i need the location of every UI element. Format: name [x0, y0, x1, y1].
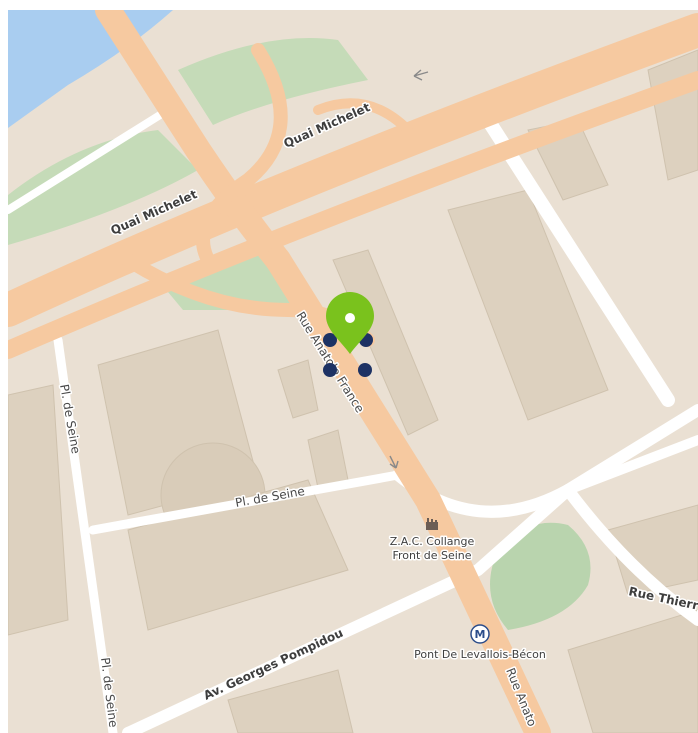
poi-label: Z.A.C. Collange [390, 535, 475, 548]
building [277, 359, 319, 419]
poi-metro-pont-de-levallois[interactable]: M Pont De Levallois-Bécon [413, 624, 547, 663]
resize-handle[interactable] [323, 363, 337, 377]
major-road-ramp [196, 43, 288, 267]
minor-road [563, 435, 698, 495]
building [567, 609, 698, 733]
minor-road-pl-de-seine [53, 335, 118, 733]
park-area [8, 130, 198, 245]
minor-road [481, 113, 675, 407]
poi-zac-collange[interactable]: Z.A.C. Collange Front de Seine [388, 518, 476, 564]
resize-handle[interactable] [323, 333, 337, 347]
park-area [490, 522, 591, 630]
minor-road-thierry [562, 484, 698, 626]
resize-handle[interactable] [358, 363, 372, 377]
svg-text:M: M [475, 628, 486, 641]
map-canvas[interactable]: Quai Michelet Quai Michelet Rue Anatole … [8, 10, 698, 733]
minor-road [8, 106, 172, 214]
map-pin-icon[interactable] [326, 292, 374, 354]
poi-label: Front de Seine [392, 549, 471, 562]
factory-icon [426, 518, 438, 530]
one-way-arrow-icon [413, 69, 429, 81]
major-road-quai-michelet [8, 71, 698, 359]
building [8, 384, 69, 636]
building [607, 504, 698, 596]
poi-label: Pont De Levallois-Bécon [414, 648, 546, 661]
minor-road-georges-pompidou [122, 484, 574, 733]
building [227, 669, 354, 733]
major-road [95, 10, 291, 273]
major-road-quai-michelet [8, 13, 698, 327]
map-view[interactable]: Quai Michelet Quai Michelet Rue Anatole … [8, 10, 698, 733]
minor-road-pl-de-seine [88, 470, 403, 535]
one-way-arrow-icon [389, 455, 399, 469]
major-road-ramp [313, 98, 413, 135]
metro-icon: M [470, 624, 490, 644]
building [447, 189, 609, 421]
